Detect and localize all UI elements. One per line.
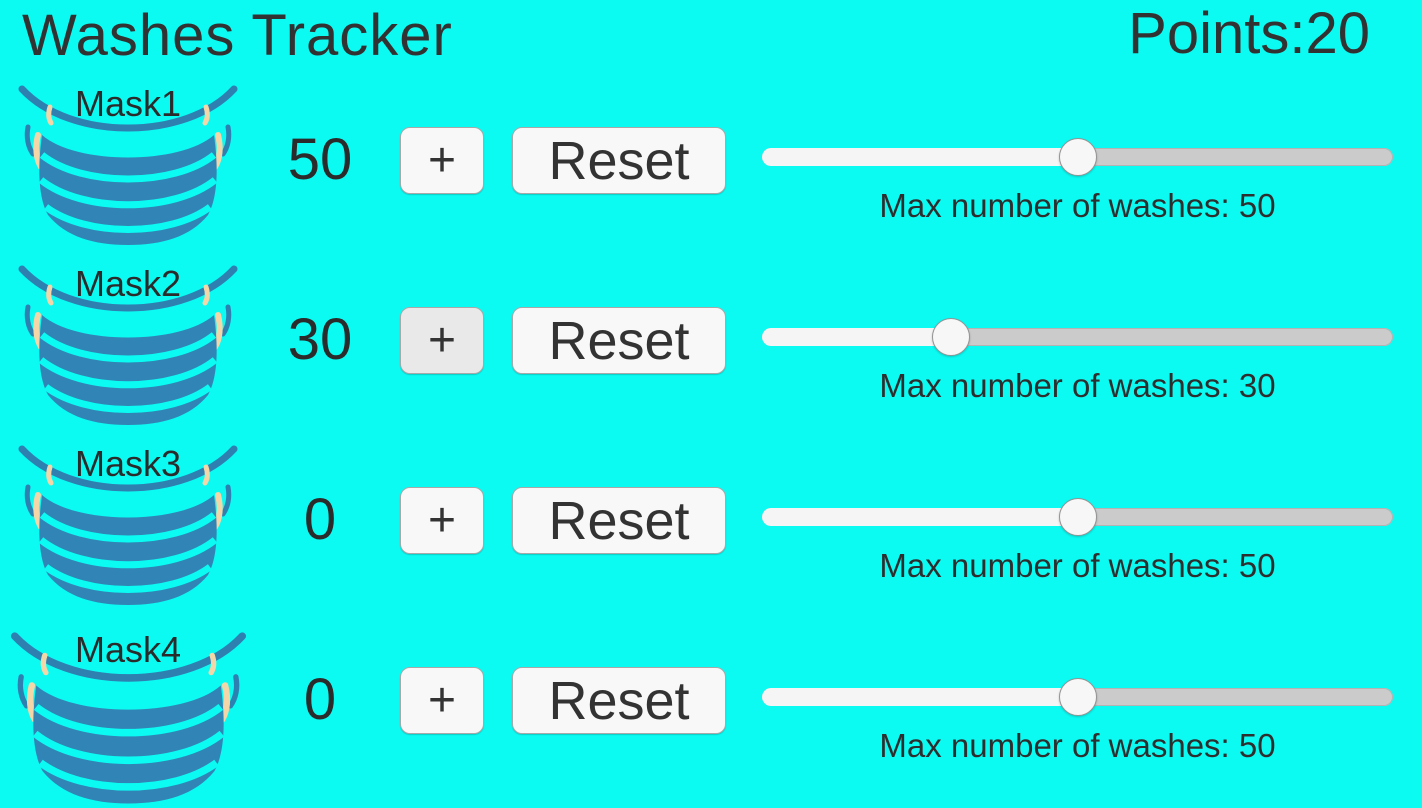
reset-button[interactable]: Reset	[512, 127, 726, 194]
increment-button[interactable]: +	[400, 307, 484, 374]
mask-label: Mask2	[74, 263, 182, 304]
slider-fill	[762, 328, 952, 346]
mask-row-2: Mask2 30 + Reset Max number of washes: 3…	[0, 255, 1422, 435]
mask-row-4: Mask4 0 + Reset Max number of washes: 50	[0, 615, 1422, 795]
page-title: Washes Tracker	[22, 3, 453, 68]
slider-thumb[interactable]	[1058, 678, 1097, 716]
mask-icon: Mask2	[12, 257, 244, 429]
mask-label: Mask1	[74, 83, 182, 124]
max-washes-slider[interactable]	[762, 498, 1393, 536]
slider-fill	[762, 148, 1078, 166]
max-washes-slider[interactable]	[762, 318, 1393, 356]
mask-label: Mask3	[74, 443, 182, 484]
slider-thumb[interactable]	[932, 318, 971, 356]
increment-button[interactable]: +	[400, 487, 484, 554]
reset-button[interactable]: Reset	[512, 667, 726, 734]
wash-count: 30	[287, 307, 353, 372]
points-label: Points:	[1128, 1, 1306, 66]
reset-button[interactable]: Reset	[512, 307, 726, 374]
mask-row-3: Mask3 0 + Reset Max number of washes: 50	[0, 435, 1422, 615]
max-washes-label: Max number of washes: 50	[879, 547, 1276, 584]
slider-fill	[762, 688, 1078, 706]
max-washes-label: Max number of washes: 50	[879, 187, 1276, 224]
wash-count: 50	[287, 127, 353, 192]
slider-fill	[762, 508, 1078, 526]
mask-icon: Mask1	[12, 77, 244, 249]
wash-count: 0	[303, 487, 337, 552]
max-washes-slider[interactable]	[762, 678, 1393, 716]
mask-label: Mask4	[74, 629, 182, 670]
points-display: Points:20	[1128, 0, 1370, 67]
max-washes-slider[interactable]	[762, 138, 1393, 176]
increment-button[interactable]: +	[400, 127, 484, 194]
max-washes-label: Max number of washes: 50	[879, 727, 1276, 764]
slider-track[interactable]	[762, 328, 1393, 346]
slider-thumb[interactable]	[1058, 138, 1097, 176]
mask-row-1: Mask1 50 + Reset Max number of washes: 5…	[0, 75, 1422, 255]
slider-thumb[interactable]	[1058, 498, 1097, 536]
increment-button[interactable]: +	[400, 667, 484, 734]
points-value: 20	[1305, 1, 1370, 66]
reset-button[interactable]: Reset	[512, 487, 726, 554]
mask-icon: Mask4	[12, 623, 244, 808]
mask-icon: Mask3	[12, 437, 244, 609]
max-washes-label: Max number of washes: 30	[879, 367, 1276, 404]
wash-count: 0	[303, 667, 337, 732]
